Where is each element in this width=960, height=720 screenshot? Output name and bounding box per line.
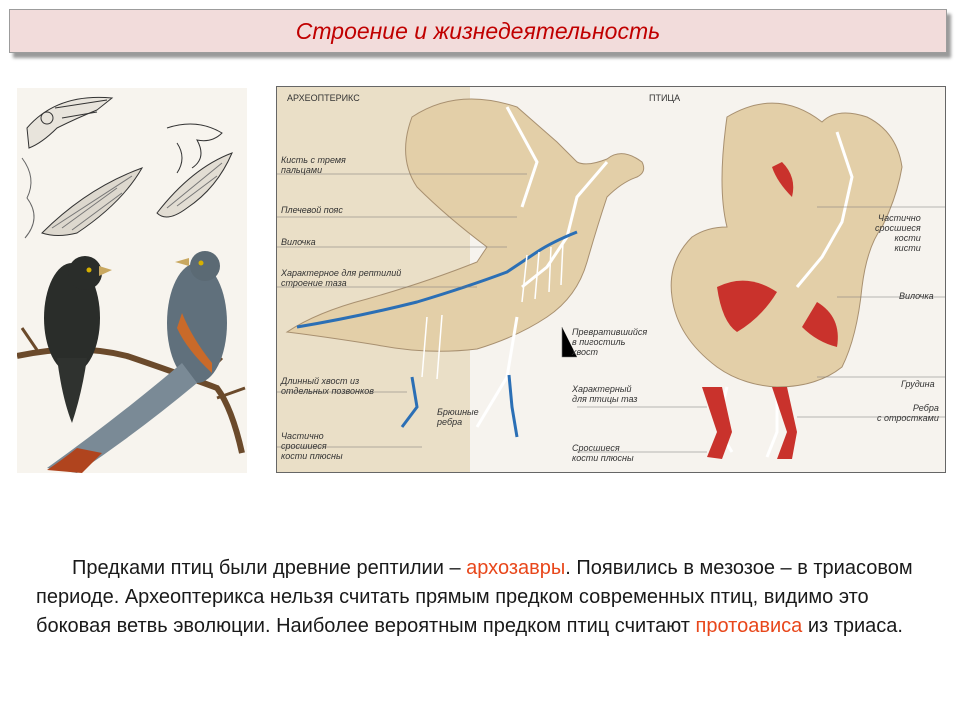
slide-title: Строение и жизнедеятельность bbox=[295, 17, 661, 44]
label-partially-fused-metatarsals: Частично сросшиеся кости плюсны bbox=[281, 431, 343, 461]
skeleton-comparison-diagram: АРХЕОПТЕРИКС ПТИЦА Кисть с тремя пальцам… bbox=[276, 86, 946, 473]
text-part-3: из триаса. bbox=[802, 615, 903, 637]
highlight-archosaurs: архозавры bbox=[466, 557, 566, 579]
label-fused-metatarsals: Сросшиеся кости плюсны bbox=[572, 443, 634, 463]
label-shoulder-girdle: Плечевой пояс bbox=[281, 205, 343, 215]
label-bird-pelvis: Характерный для птицы таз bbox=[572, 384, 638, 404]
archaeopteryx-heading: АРХЕОПТЕРИКС bbox=[287, 93, 360, 103]
bird-heading: ПТИЦА bbox=[649, 93, 681, 103]
text-part-2: . Появились в мезозое – в триасовом пери… bbox=[36, 557, 913, 637]
archaeopteryx-drawing bbox=[16, 96, 246, 473]
body-paragraph: Предками птиц были древние рептилии – ар… bbox=[36, 554, 926, 641]
label-ribs-with-processes: Ребра с отростками bbox=[877, 403, 939, 423]
label-reptile-pelvis: Характерное для рептилий строение таза bbox=[281, 268, 402, 288]
archaeopteryx-illustration bbox=[16, 88, 247, 473]
label-sternum: Грудина bbox=[901, 379, 935, 389]
label-fused-hand-bones: Частично сросшиеся кости кисти bbox=[875, 213, 921, 253]
label-belly-ribs: Брюшные ребра bbox=[437, 407, 479, 427]
text-part-1: Предками птиц были древние рептилии – bbox=[72, 557, 467, 579]
label-hand-three-fingers: Кисть с тремя пальцами bbox=[281, 155, 346, 175]
highlight-protoavis: протоависа bbox=[695, 615, 803, 637]
label-long-tail: Длинный хвост из отдельных позвонков bbox=[281, 376, 374, 396]
label-pygostyle-tail: Превратившийся в пигостиль хвост bbox=[572, 327, 648, 357]
label-furcula-right: Вилочка bbox=[899, 291, 934, 301]
label-furcula-left: Вилочка bbox=[281, 237, 316, 247]
slide-title-bar: Строение и жизнедеятельность bbox=[9, 9, 947, 53]
skeleton-drawing bbox=[277, 87, 945, 472]
